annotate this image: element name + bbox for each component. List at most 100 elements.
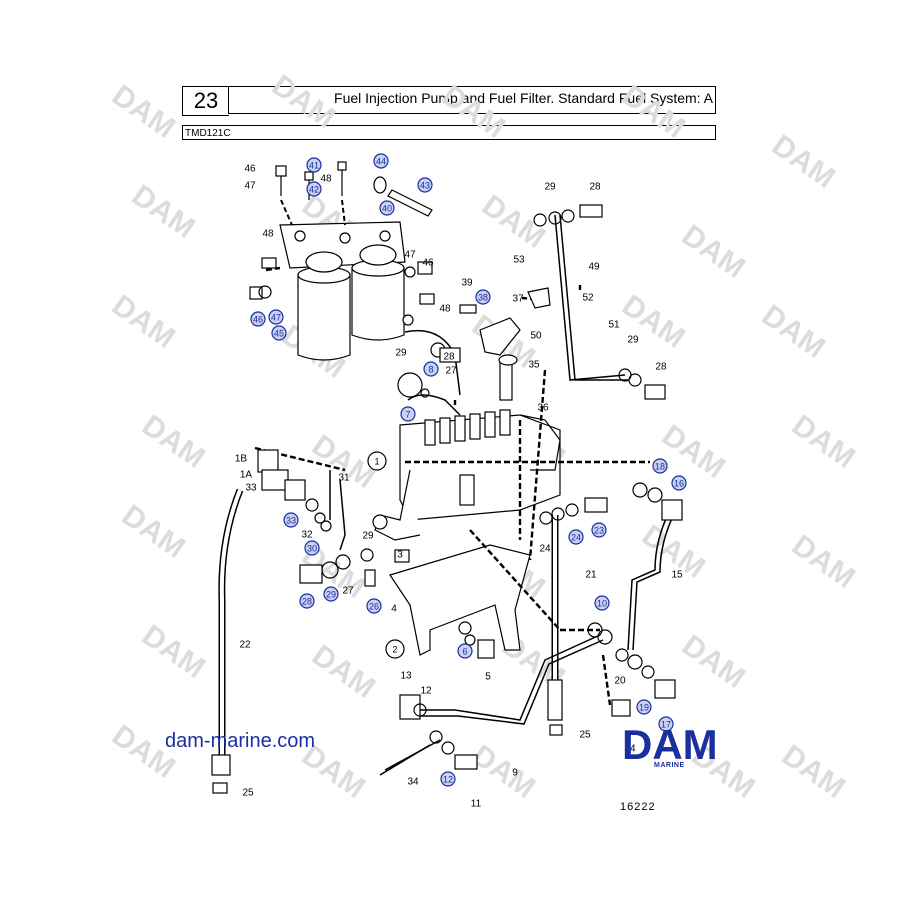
callout-19: 19 bbox=[636, 699, 652, 715]
callout-10: 10 bbox=[594, 595, 610, 611]
callout-label: 25 bbox=[579, 730, 591, 741]
watermark-text: DAM bbox=[266, 69, 341, 135]
callout-label: 39 bbox=[461, 278, 473, 289]
callout-label: 46 bbox=[253, 315, 263, 325]
callout-label: 37 bbox=[512, 294, 524, 305]
callout-label: 33 bbox=[286, 516, 296, 526]
callout-label: 38 bbox=[478, 293, 488, 303]
callout-26: 26 bbox=[366, 598, 382, 614]
watermark-text: DAM bbox=[676, 629, 751, 695]
callout-46: 46 bbox=[422, 258, 434, 269]
logo-subtext: MARINE bbox=[654, 762, 685, 769]
callout-21: 21 bbox=[585, 570, 597, 581]
callout-label: 29 bbox=[362, 531, 374, 542]
callout-29: 29 bbox=[627, 335, 639, 346]
callout-50: 50 bbox=[530, 331, 542, 342]
callout-48: 48 bbox=[262, 229, 274, 240]
callout-label: 30 bbox=[307, 544, 317, 554]
callout-24: 24 bbox=[539, 544, 551, 555]
callout-label: 36 bbox=[537, 403, 549, 414]
fuel-filter-right bbox=[351, 267, 405, 341]
callout-38: 38 bbox=[475, 289, 491, 305]
callout-label: 12 bbox=[420, 686, 432, 697]
callout-18: 18 bbox=[652, 458, 668, 474]
callout-label: 28 bbox=[589, 182, 601, 193]
callout-16: 16 bbox=[671, 475, 687, 491]
callout-label: 28 bbox=[302, 597, 312, 607]
callout-label: 26 bbox=[369, 602, 379, 612]
callout-30: 30 bbox=[304, 540, 320, 556]
dam-marine-logo: DAM bbox=[622, 723, 718, 768]
callout-1: 1 bbox=[367, 451, 387, 471]
callout-label: 14 bbox=[624, 744, 636, 755]
watermark-text: DAM bbox=[106, 289, 181, 355]
callout-47: 47 bbox=[268, 309, 284, 325]
callout-37: 37 bbox=[512, 294, 524, 305]
callout-label: 50 bbox=[530, 331, 542, 342]
callout-29: 29 bbox=[323, 586, 339, 602]
callout-label: 33 bbox=[245, 483, 257, 494]
callout-label: 2 bbox=[392, 645, 397, 655]
callout-label: 17 bbox=[661, 720, 671, 730]
callout-28: 28 bbox=[589, 182, 601, 193]
callout-label: 27 bbox=[445, 366, 457, 377]
watermark-text: DAM bbox=[786, 409, 861, 475]
callout-label: 48 bbox=[320, 174, 332, 185]
callout-29: 29 bbox=[395, 348, 407, 359]
callout-12: 12 bbox=[440, 771, 456, 787]
callout-40: 40 bbox=[379, 200, 395, 216]
watermark-text: DAM bbox=[306, 639, 381, 705]
callout-label: 3 bbox=[397, 550, 403, 561]
callout-46: 46 bbox=[244, 164, 256, 175]
callout-label: 1 bbox=[374, 457, 379, 467]
watermark-text: DAM bbox=[106, 79, 181, 145]
callout-label: 52 bbox=[582, 293, 594, 304]
callout-12: 12 bbox=[420, 686, 432, 697]
callout-41: 41 bbox=[306, 157, 322, 173]
callout-13: 13 bbox=[400, 671, 412, 682]
watermark-text: DAM bbox=[476, 189, 551, 255]
callout-49: 49 bbox=[588, 262, 600, 273]
callout-label: 28 bbox=[443, 352, 455, 363]
callout-label: 1A bbox=[240, 470, 253, 481]
pump-bracket bbox=[389, 544, 531, 656]
callout-27: 27 bbox=[342, 586, 354, 597]
callout-25: 25 bbox=[579, 730, 591, 741]
callout-label: 12 bbox=[443, 775, 453, 785]
website-link[interactable]: dam-marine.com bbox=[165, 730, 316, 752]
diagram-title: Fuel Injection Pump and Fuel Filter. Sta… bbox=[228, 86, 716, 114]
watermark-text: DAM bbox=[616, 79, 691, 145]
callout-22: 22 bbox=[239, 640, 251, 651]
watermark-text: DAM bbox=[136, 619, 211, 685]
callout-label: 35 bbox=[528, 360, 540, 371]
callout-label: 31 bbox=[338, 473, 350, 484]
callout-7: 7 bbox=[400, 406, 416, 422]
callout-label: 51 bbox=[608, 320, 620, 331]
dashed-leaders bbox=[254, 266, 650, 706]
callout-5: 5 bbox=[485, 672, 491, 683]
callout-17: 17 bbox=[658, 716, 674, 732]
fuel-filter-left bbox=[297, 274, 351, 361]
watermark-text: DAM bbox=[676, 219, 751, 285]
callout-11: 11 bbox=[471, 799, 482, 810]
watermark-text: DAM bbox=[116, 499, 191, 565]
callout-15: 15 bbox=[671, 570, 683, 581]
callout-label: 47 bbox=[404, 250, 416, 261]
callout-label: 41 bbox=[309, 161, 319, 171]
callout-39: 39 bbox=[461, 278, 473, 289]
callout-46: 46 bbox=[250, 311, 266, 327]
callout-label: 27 bbox=[342, 586, 354, 597]
callout-1B: 1B bbox=[235, 454, 248, 465]
section-number: 23 bbox=[182, 86, 229, 116]
watermark-text: DAM bbox=[466, 739, 541, 805]
callout-label: 7 bbox=[405, 410, 410, 420]
callout-2: 2 bbox=[385, 639, 405, 659]
watermark-text: DAM bbox=[126, 179, 201, 245]
callout-label: 6 bbox=[462, 647, 467, 657]
callout-28: 28 bbox=[443, 352, 455, 363]
callout-51: 51 bbox=[608, 320, 620, 331]
callout-label: 45 bbox=[274, 329, 284, 339]
callout-53: 53 bbox=[513, 255, 525, 266]
